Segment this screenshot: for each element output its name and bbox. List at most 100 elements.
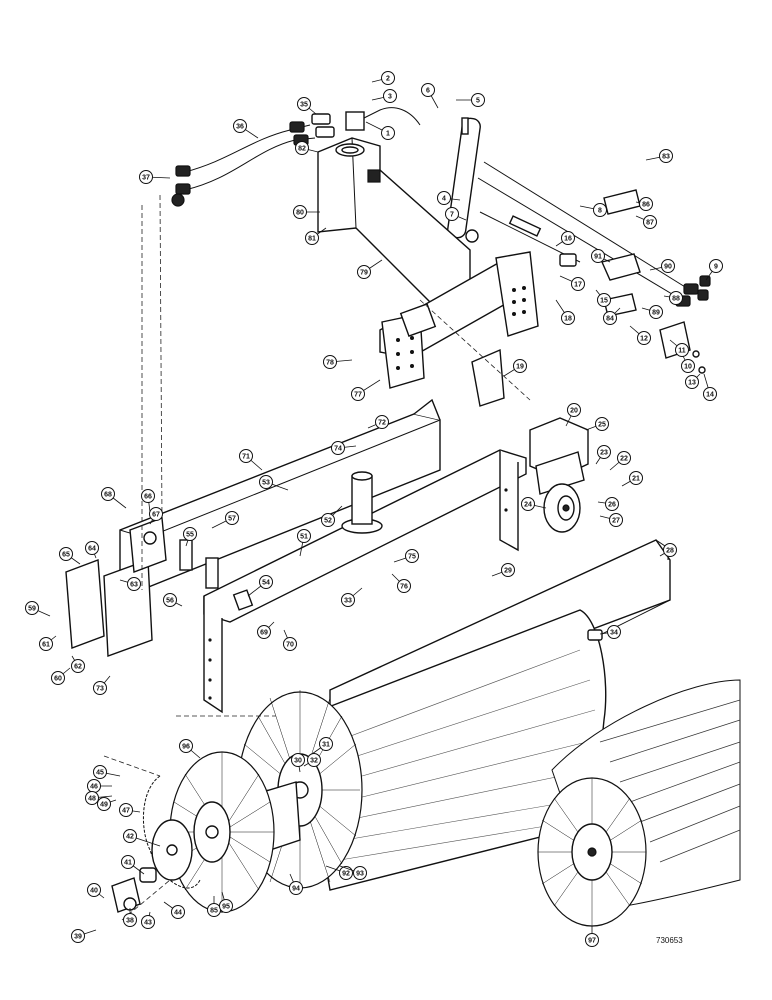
- callout-2: 2: [371, 71, 395, 85]
- callout-balloon: [141, 915, 155, 929]
- callout-balloon: [703, 387, 717, 401]
- callout-19: 19: [503, 359, 527, 377]
- callout-number: 77: [354, 392, 362, 399]
- callout-balloon: [661, 259, 675, 273]
- callout-number: 64: [88, 546, 96, 553]
- callout-94: 94: [289, 873, 303, 895]
- stub-shaft: [587, 629, 603, 641]
- callout-balloon: [93, 765, 107, 779]
- callout-38: 38: [123, 908, 137, 927]
- brush-detail-inset: [537, 679, 741, 927]
- callout-23: 23: [595, 445, 611, 465]
- callout-balloon: [353, 866, 367, 880]
- callout-number: 28: [666, 548, 674, 555]
- callout-balloon: [609, 513, 623, 527]
- callout-number: 25: [598, 422, 606, 429]
- callout-number: 45: [96, 770, 104, 777]
- callout-balloon: [293, 205, 307, 219]
- callout-balloon: [357, 265, 371, 279]
- callout-balloon: [93, 681, 107, 695]
- callout-balloon: [141, 489, 155, 503]
- callout-1: 1: [365, 121, 395, 140]
- callout-number: 67: [152, 512, 160, 519]
- callout-number: 23: [600, 450, 608, 457]
- callout-61: 61: [39, 635, 57, 651]
- callout-balloon: [101, 487, 115, 501]
- callout-5: 5: [456, 93, 485, 107]
- callout-number: 60: [54, 676, 62, 683]
- callout-number: 97: [588, 938, 596, 945]
- callout-number: 9: [714, 264, 718, 271]
- callout-number: 71: [242, 454, 250, 461]
- callout-number: 6: [426, 88, 430, 95]
- callout-42: 42: [123, 829, 161, 847]
- callout-balloon: [659, 149, 673, 163]
- callout-number: 15: [600, 298, 608, 305]
- callout-number: 51: [300, 534, 308, 541]
- callout-96: 96: [179, 739, 201, 759]
- callout-number: 21: [632, 476, 640, 483]
- callout-number: 29: [504, 568, 512, 575]
- callout-51: 51: [297, 529, 311, 557]
- callout-number: 68: [104, 492, 112, 499]
- callout-balloon: [591, 249, 605, 263]
- callout-number: 4: [442, 196, 446, 203]
- callout-number: 11: [678, 348, 686, 355]
- callout-number: 36: [236, 124, 244, 131]
- callout-number: 69: [260, 630, 268, 637]
- callout-balloon: [605, 497, 619, 511]
- callout-number: 65: [62, 552, 70, 559]
- callout-balloon: [593, 203, 607, 217]
- callout-balloon: [71, 659, 85, 673]
- callout-number: 47: [122, 808, 130, 815]
- callout-balloon: [381, 71, 395, 85]
- hub-spacer: [139, 867, 157, 883]
- callout-15: 15: [595, 289, 611, 307]
- drawing-number: 730653: [656, 936, 683, 945]
- callout-balloon: [421, 83, 435, 97]
- callout-balloon: [471, 93, 485, 107]
- callout-balloon: [685, 375, 699, 389]
- callout-balloon: [669, 291, 683, 305]
- callout-number: 5: [476, 98, 480, 105]
- callout-number: 8: [598, 208, 602, 215]
- callout-25: 25: [585, 417, 609, 431]
- callout-balloon: [341, 593, 355, 607]
- callout-92: 92: [325, 865, 353, 880]
- callout-balloon: [585, 933, 599, 947]
- callout-39: 39: [71, 929, 97, 943]
- callout-number: 53: [262, 480, 270, 487]
- callout-55: 55: [183, 527, 197, 547]
- callout-balloon: [97, 797, 111, 811]
- callout-97: 97: [585, 926, 599, 947]
- callout-balloon: [405, 549, 419, 563]
- callout-49: 49: [97, 797, 117, 811]
- callout-balloon: [257, 625, 271, 639]
- callout-balloon: [297, 529, 311, 543]
- callout-balloon: [649, 305, 663, 319]
- callout-52: 52: [321, 505, 343, 527]
- callout-balloon: [643, 215, 657, 229]
- drive-sprocket: [151, 819, 193, 881]
- callout-number: 95: [222, 904, 230, 911]
- callout-82: 82: [295, 141, 319, 155]
- callout-number: 88: [672, 296, 680, 303]
- callout-balloon: [351, 387, 365, 401]
- callout-28: 28: [659, 543, 677, 557]
- callout-number: 93: [356, 871, 364, 878]
- cylinder-mount-block: [345, 107, 421, 131]
- callout-88: 88: [663, 291, 683, 305]
- callout-93: 93: [339, 865, 367, 880]
- callout-balloon: [323, 355, 337, 369]
- callout-balloon: [123, 829, 137, 843]
- callout-number: 52: [324, 518, 332, 525]
- callout-number: 72: [378, 420, 386, 427]
- callout-47: 47: [119, 803, 141, 817]
- callout-20: 20: [565, 403, 581, 427]
- callout-number: 46: [90, 784, 98, 791]
- callout-33: 33: [341, 587, 363, 607]
- callout-balloon: [119, 803, 133, 817]
- callout-60: 60: [51, 667, 71, 685]
- callout-95: 95: [219, 891, 233, 913]
- callout-number: 74: [334, 446, 342, 453]
